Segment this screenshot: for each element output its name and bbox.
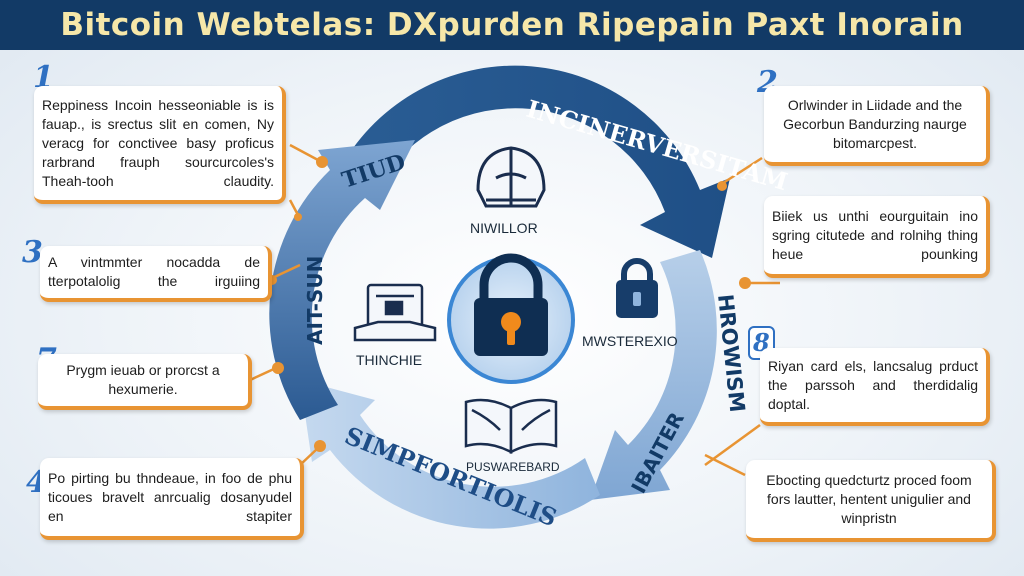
card-text: Reppiness Incoin hesseoniable is is faua… bbox=[42, 96, 274, 189]
cycle-segment-right bbox=[590, 250, 717, 500]
helmet-icon-label: NIWILLOR bbox=[470, 220, 538, 236]
step-number: 3 bbox=[22, 235, 43, 270]
cycle-segment-left bbox=[269, 140, 415, 420]
card-text: Prygm ieuab or prorcst a hexumerie. bbox=[66, 362, 220, 397]
info-card: Riyan card els, lancsalug prduct the par… bbox=[760, 348, 990, 426]
small-lock-icon bbox=[616, 258, 658, 318]
small-lock-icon-label: MWSTEREXIO bbox=[582, 333, 678, 349]
card-text: Po pirting bu thndeaue, in foo de phu ti… bbox=[48, 469, 292, 524]
helmet-icon bbox=[476, 146, 546, 208]
card-text: A vintmmter nocadda de tterpotalolig the… bbox=[48, 254, 260, 289]
card-text: Ebocting quedcturtz proced foom fors lau… bbox=[766, 471, 972, 526]
document-icon-label: THINCHIE bbox=[356, 352, 423, 368]
info-card: Ebocting quedcturtz proced foom fors lau… bbox=[746, 460, 996, 542]
cycle-label-right: HROWISM bbox=[713, 293, 749, 413]
padlock-icon bbox=[474, 253, 548, 356]
card-text: Riyan card els, lancsalug prduct the par… bbox=[768, 357, 978, 412]
cycle-segment-top bbox=[345, 65, 730, 258]
info-card: A vintmmter nocadda de tterpotalolig the… bbox=[40, 246, 272, 302]
card-text: Biiek us unthi eourguitain ino sgring ci… bbox=[772, 207, 978, 262]
book-icon bbox=[464, 398, 558, 455]
info-card: Prygm ieuab or prorcst a hexumerie. bbox=[38, 354, 252, 410]
step-number: 1 bbox=[33, 60, 54, 95]
info-card: Biiek us unthi eourguitain ino sgring ci… bbox=[764, 196, 990, 278]
info-card: Po pirting bu thndeaue, in foo de phu ti… bbox=[40, 458, 304, 540]
card-text: Orlwinder in Liidade and the Gecorbun Ba… bbox=[783, 96, 967, 151]
cycle-label-left: AIT-SUN bbox=[303, 256, 327, 345]
info-card: Reppiness Incoin hesseoniable is is faua… bbox=[34, 86, 286, 204]
page-title: Bitcoin Webtelas: DXpurden Ripepain Paxt… bbox=[0, 0, 1024, 50]
cycle-segment-bottom bbox=[300, 380, 600, 529]
document-icon bbox=[353, 283, 437, 342]
info-card: Orlwinder in Liidade and the Gecorbun Ba… bbox=[764, 86, 990, 166]
book-icon-label: PUSWAREBARD bbox=[466, 460, 560, 474]
